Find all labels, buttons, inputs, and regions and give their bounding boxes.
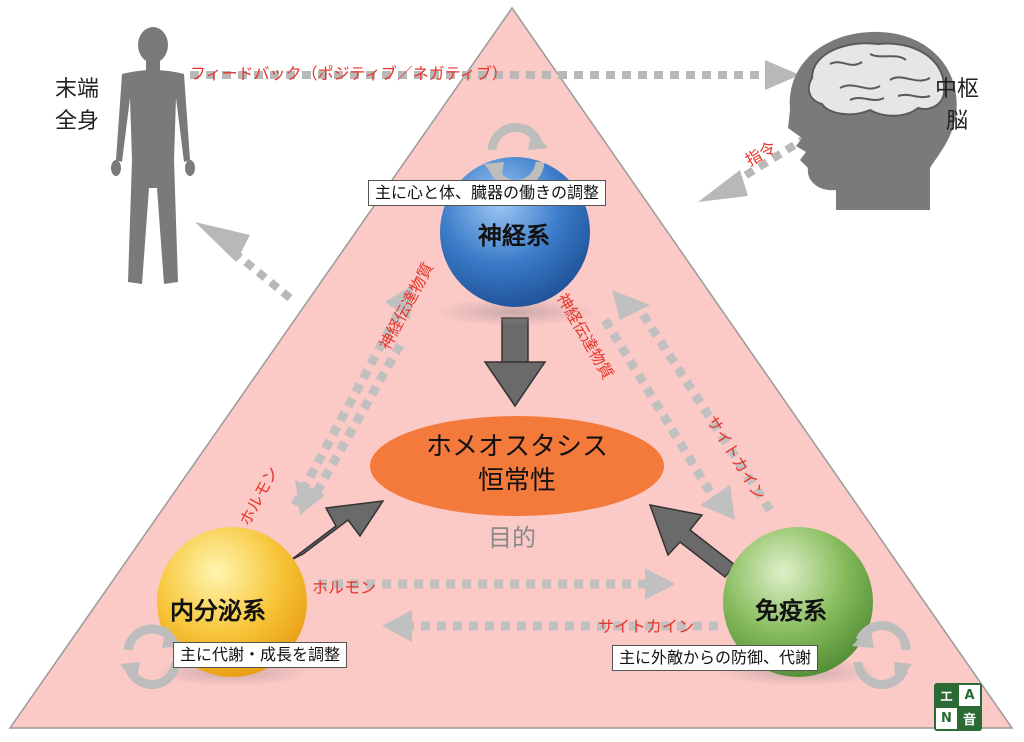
endocrine-desc-box: 主に代謝・成長を調整 [173, 642, 348, 668]
periphery-label: 末端 全身 [55, 74, 99, 138]
left-arrow-down [311, 342, 404, 498]
logo-cell-1: エ [939, 690, 953, 705]
right-arrow-up-head [612, 290, 650, 320]
to-body-arrowhead [195, 222, 250, 262]
center-line-2: 脳 [946, 109, 969, 134]
logo-cell-3: N [936, 708, 957, 729]
bottom-arrow-left-head [382, 610, 412, 642]
logo-cell-4: 音 [962, 713, 976, 728]
right-arrow-down [601, 317, 719, 503]
endocrine-sphere [157, 527, 307, 677]
immune-desc-box: 主に外敵からの防御、代謝 [612, 645, 819, 671]
endocrine-title: 内分泌系 [170, 597, 266, 625]
homeostasis-line-1: ホメオスタシス [425, 432, 608, 462]
left-arrow-up [291, 307, 404, 508]
immune-sphere [723, 527, 873, 677]
homeostasis-line-2: 恒常性 [477, 466, 556, 496]
left-arrow-down-head [295, 480, 325, 515]
nervous-desc-box: 主に心と体、臓器の働きの調整 [368, 180, 607, 206]
center-line-1: 中枢 [935, 77, 980, 102]
brain-head-icon [788, 31, 957, 210]
feedback-arrowhead [765, 60, 800, 90]
homeostasis-text: ホメオスタシス 恒常性 [370, 430, 664, 498]
immune-title: 免疫系 [755, 597, 827, 625]
nervous-title: 神経系 [478, 222, 550, 250]
right-arrow-up [636, 307, 774, 513]
arrow-immune-to-center [648, 504, 737, 579]
feedback-label: フィードバック（ポジティブ／ネガティブ） [190, 64, 508, 83]
site-logo: エ A N 音 [934, 683, 982, 731]
human-body-icon [111, 27, 195, 284]
command-arrowhead [698, 170, 748, 202]
arrow-endocrine-to-center [290, 500, 385, 561]
hormone-bottom-label: ホルモン [312, 578, 377, 597]
goal-label: 目的 [488, 524, 536, 552]
left-arrow-up-head [385, 285, 412, 320]
right-arrow-down-head [700, 485, 735, 520]
periphery-line-2: 全身 [55, 109, 100, 134]
cycle-icon-right [852, 621, 912, 690]
center-label: 中枢 脳 [935, 74, 979, 138]
homeostasis-ellipse [370, 416, 664, 516]
periphery-line-1: 末端 [55, 77, 100, 102]
cytokine-bottom-label: サイトカイン [598, 617, 695, 636]
logo-cell-2: A [959, 685, 980, 706]
bottom-arrow-right-head [645, 568, 675, 600]
